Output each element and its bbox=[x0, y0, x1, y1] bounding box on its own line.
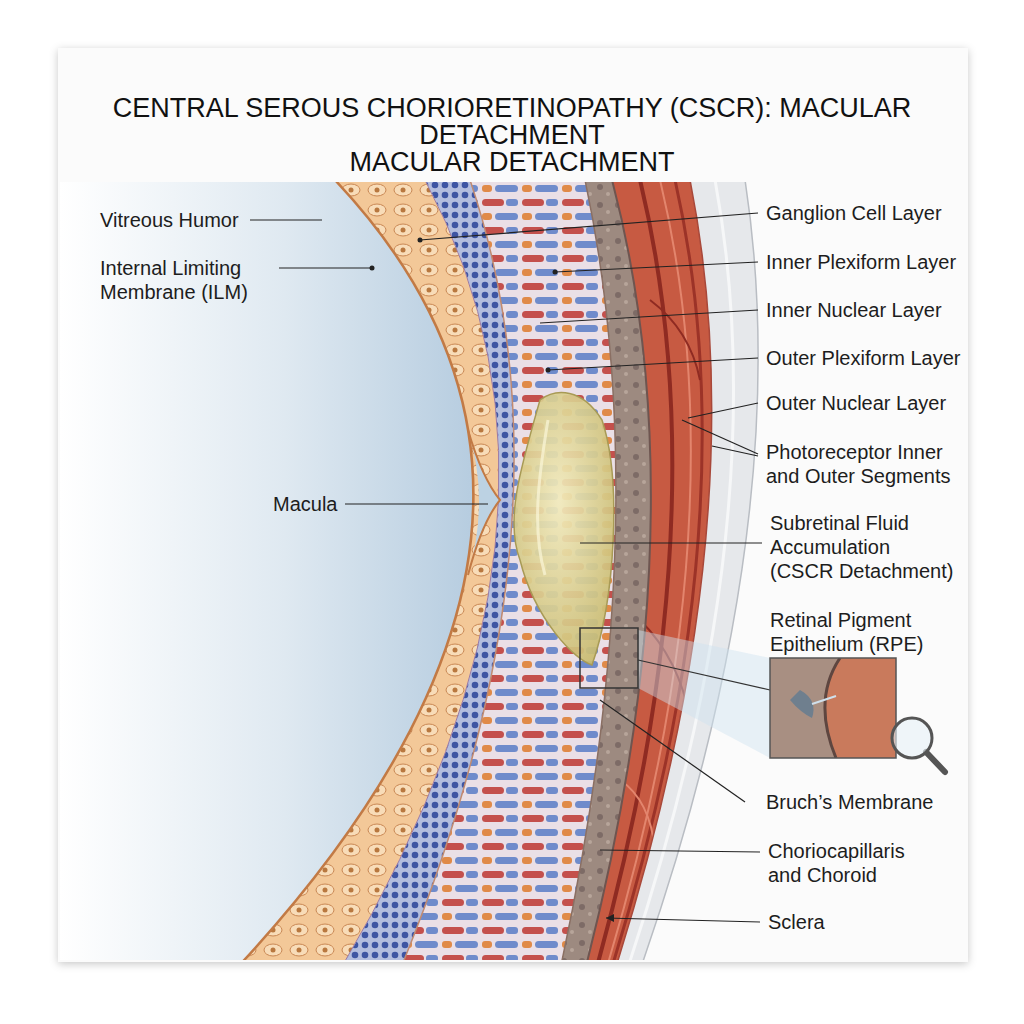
part-label: Bruch’s Membrane bbox=[766, 790, 966, 814]
leader-line bbox=[420, 213, 758, 240]
leader-dot bbox=[546, 368, 551, 373]
leader-line bbox=[712, 446, 758, 456]
part-label: Vitreous Humor bbox=[100, 208, 300, 232]
leader-dot bbox=[553, 270, 558, 275]
part-label: Inner Plexiform Layer bbox=[766, 250, 966, 274]
diagram-title: CENTRAL SEROUS CHORIORETINOPATHY (CSCR):… bbox=[102, 95, 922, 149]
leader-arrowhead bbox=[606, 914, 614, 922]
leader-line bbox=[600, 850, 760, 852]
leader-line bbox=[580, 542, 762, 543]
leader-dot bbox=[370, 266, 375, 271]
part-label: Subretinal Fluid Accumulation (CSCR Deta… bbox=[770, 511, 956, 583]
blood-vessel bbox=[620, 780, 655, 850]
inset-bruchs bbox=[825, 658, 840, 758]
leader-line bbox=[688, 403, 758, 418]
layer-boundary bbox=[340, 182, 499, 960]
leader-line bbox=[548, 358, 758, 370]
part-label: Photoreceptor Inner and Outer Segments bbox=[766, 440, 971, 488]
part-label: Retinal Pigment Epithelium (RPE) bbox=[770, 608, 948, 656]
inset-background bbox=[770, 658, 896, 758]
magnifier-glass bbox=[892, 718, 932, 758]
part-label: Macula bbox=[273, 492, 363, 516]
foveal-pit bbox=[468, 430, 500, 575]
inset-leak-flow bbox=[812, 696, 836, 704]
inset-leader bbox=[638, 660, 770, 690]
subretinal-fluid bbox=[514, 393, 614, 665]
leader-line bbox=[345, 503, 488, 504]
layer-boundary bbox=[400, 182, 514, 960]
leader-line bbox=[250, 219, 322, 220]
sclera-outer-line bbox=[640, 182, 758, 960]
leader-line bbox=[540, 310, 758, 323]
inset-leak bbox=[790, 690, 814, 718]
inset-marker bbox=[580, 628, 638, 688]
leader-dot bbox=[418, 238, 423, 243]
fluid-highlight bbox=[538, 420, 548, 575]
leader-lines bbox=[250, 213, 762, 922]
leader-dots bbox=[370, 238, 615, 923]
foveal-pit-edge bbox=[468, 430, 500, 575]
part-label: Sclera bbox=[768, 910, 888, 934]
magnifier-handle bbox=[926, 752, 945, 772]
part-label: Outer Plexiform Layer bbox=[766, 346, 966, 370]
blood-vessel bbox=[650, 300, 700, 380]
layer-boundary bbox=[615, 182, 712, 960]
leader-line bbox=[555, 262, 758, 272]
part-label: Internal Limiting Membrane (ILM) bbox=[100, 256, 289, 304]
part-label: Outer Nuclear Layer bbox=[766, 391, 966, 415]
part-label: Choriocapillaris and Choroid bbox=[768, 839, 935, 887]
inset-frame bbox=[770, 658, 896, 758]
eye-wall-section bbox=[60, 182, 758, 960]
rpe-inset bbox=[770, 658, 896, 758]
part-label: Inner Nuclear Layer bbox=[766, 298, 966, 322]
leader-line bbox=[279, 267, 370, 268]
photoreceptor-band bbox=[400, 182, 616, 960]
leader-line bbox=[606, 918, 760, 922]
title-line: MACULAR DETACHMENT bbox=[102, 149, 922, 176]
ilm-line bbox=[235, 182, 473, 960]
part-label: Ganglion Cell Layer bbox=[766, 201, 966, 225]
leader-line bbox=[600, 700, 745, 802]
inset-choroid bbox=[825, 658, 896, 758]
magnify-wedge bbox=[638, 630, 770, 758]
leader-line bbox=[682, 420, 758, 454]
